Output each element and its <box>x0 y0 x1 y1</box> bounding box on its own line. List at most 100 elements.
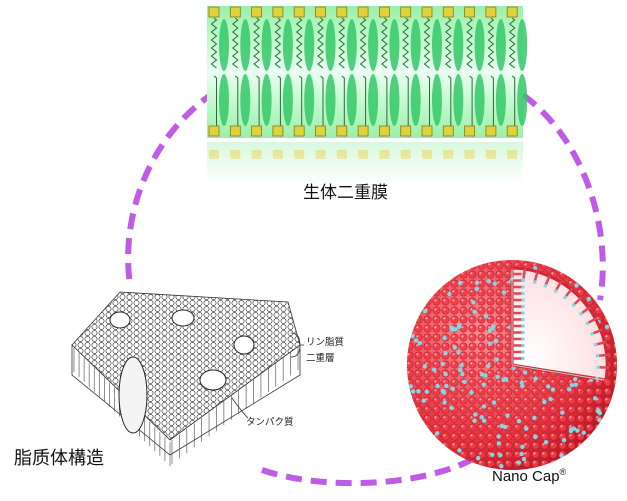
sphere-cyan-dot <box>474 286 480 292</box>
cutaway-spike-head <box>521 343 525 348</box>
sphere-cyan-dot <box>519 451 524 457</box>
cutaway-spike-head <box>579 311 583 316</box>
lipid-chain-lower <box>341 75 345 126</box>
lipid-tail-lower <box>389 74 400 126</box>
cutaway-spike <box>554 280 563 292</box>
sphere-cyan-dot <box>435 383 440 389</box>
lipid-chain-lower <box>426 75 430 126</box>
sphere-cyan-dot <box>417 340 422 346</box>
sphere-cyan-dot <box>542 399 547 405</box>
lipid-chain-upper <box>274 17 282 69</box>
bilayer-small-label: 二重層 <box>306 353 335 364</box>
sphere-cyan-dot <box>488 341 493 346</box>
sphere-cyan-dot <box>569 382 575 388</box>
lipid-chain-upper <box>423 17 431 69</box>
sphere-cyan-dot <box>596 408 601 413</box>
sphere-cyan-dot <box>533 434 538 440</box>
sphere-cyan-dot <box>481 404 487 409</box>
sphere-cyan-dot <box>460 372 465 377</box>
sphere-cyan-dot <box>410 389 416 394</box>
phospholipid-label: リン脂質 <box>306 337 345 348</box>
lipid-head-upper <box>421 6 433 18</box>
sphere-cyan-dot <box>568 427 574 432</box>
sphere-cyan-dot <box>521 456 527 462</box>
lipid-tail-upper <box>432 19 442 71</box>
lipid-chain-lower <box>320 75 324 126</box>
cutaway-spike-head <box>532 280 537 284</box>
cutaway-spike-head <box>521 311 525 315</box>
lipid-head-lower <box>442 125 454 137</box>
sphere-cyan-dot <box>560 410 565 415</box>
cutaway-spike-head <box>521 317 525 322</box>
nanocap-label: Nano Cap® <box>492 467 566 485</box>
lipid-tail-upper <box>219 19 229 71</box>
sphere-cyan-dot <box>520 383 525 389</box>
sphere-cyan-dot <box>574 283 579 288</box>
cutaway-spike-head <box>593 342 598 347</box>
sphere-cyan-dot <box>496 441 502 446</box>
sphere-cyan-dot <box>487 328 493 333</box>
sphere-cyan-dot <box>422 308 428 314</box>
sphere-cyan-dot <box>459 363 464 368</box>
lipid-chain-lower <box>511 75 516 126</box>
lipid-head-upper <box>315 6 326 18</box>
sphere-cyan-dot <box>586 296 591 302</box>
cutaway-spike <box>597 353 609 358</box>
sphere-cyan-dot <box>483 314 489 319</box>
registered-mark: ® <box>559 467 567 477</box>
lipid-head-lower <box>400 125 412 137</box>
sphere-cyan-dot <box>532 415 537 421</box>
sphere-cyan-dot <box>474 280 480 286</box>
lipid-head-upper <box>251 6 263 18</box>
cutaway-spike-head <box>521 330 525 335</box>
lipid-head-lower <box>378 125 390 137</box>
lipid-chain-lower <box>490 75 494 126</box>
cutaway-spike <box>522 268 527 280</box>
sphere-cyan-dot <box>443 372 448 377</box>
cutaway-spike <box>564 287 573 299</box>
lipid-tail-lower <box>474 74 485 126</box>
lipid-chain-lower <box>256 75 260 126</box>
lipid-tail-upper <box>240 19 251 71</box>
lipid-tail-upper <box>410 19 421 71</box>
lipid-tail-upper <box>346 19 357 71</box>
cutaway-spike-head <box>521 324 525 328</box>
sphere-cyan-dot <box>573 377 578 382</box>
sphere-cyan-dot <box>505 413 510 418</box>
lipid-tail-upper <box>282 19 293 71</box>
sphere-cutaway <box>510 266 609 382</box>
sphere-cyan-dot <box>408 384 413 389</box>
lipid-head-lower <box>251 125 263 137</box>
bilayer-background <box>207 6 523 138</box>
sphere-cyan-dot <box>450 386 455 391</box>
sphere-cyan-dot <box>481 382 486 387</box>
sphere-cyan-dot <box>486 363 491 369</box>
bracket-phospholipid <box>290 332 304 358</box>
lipid-chain-upper <box>402 17 410 69</box>
sphere-cyan-dot <box>545 384 551 389</box>
sphere-cyan-dot <box>499 423 505 429</box>
lipid-chain-lower <box>469 75 473 126</box>
sphere-cyan-dot <box>410 333 415 339</box>
lipid-head-lower <box>315 125 326 137</box>
sphere-cyan-dot <box>516 460 522 465</box>
cutaway-spike-head <box>563 295 567 300</box>
sphere-cyan-dot <box>516 418 522 424</box>
lipid-tail-upper <box>368 19 379 71</box>
ring-arc-bottom <box>261 455 477 487</box>
lipid-chain-lower <box>384 75 388 126</box>
lipid-tail-upper <box>261 19 272 71</box>
lipid-head-lower <box>208 125 220 137</box>
cutaway-spike-head <box>521 356 525 361</box>
sphere-cyan-dot <box>472 418 477 423</box>
sphere-cyan-dot <box>561 437 567 443</box>
sphere-cyan-dot <box>424 389 429 395</box>
ring-arc-right <box>521 92 606 301</box>
sphere-cyan-dot <box>475 455 481 461</box>
sphere-cyan-dot <box>473 412 478 417</box>
lipid-head-upper <box>506 6 518 18</box>
liposome-label: 脂质体構造 <box>14 448 104 469</box>
sphere-cyan-dot <box>532 266 538 271</box>
sphere-cyan-dot <box>457 367 463 373</box>
cutaway-spike-head <box>590 331 594 336</box>
